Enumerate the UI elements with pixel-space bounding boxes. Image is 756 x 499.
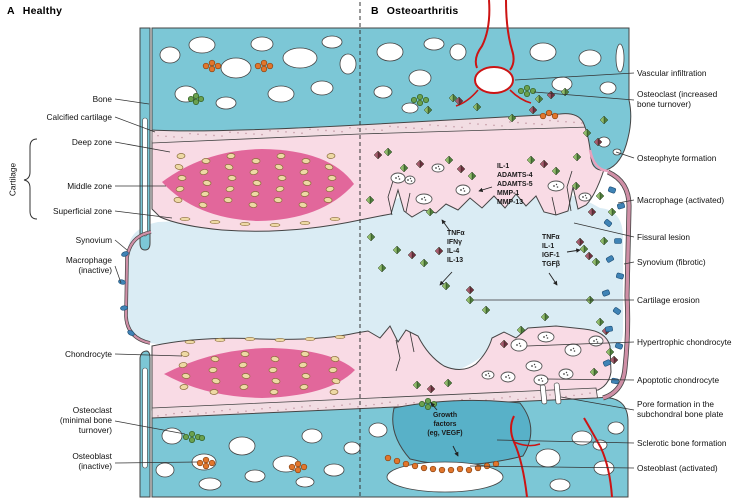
hypertrophic-chondrocyte-line (526, 341, 635, 347)
label-calcified-cartilage: Calcified cartilage (46, 112, 112, 122)
vascular-infiltration-line (514, 72, 635, 81)
osteophyte-rim (588, 149, 609, 173)
macrophages-inactive (118, 251, 135, 336)
chondrocyte-line (114, 353, 183, 357)
label-vascular-infiltration: Vascular infiltration (637, 68, 707, 78)
panel-a-title: A Healthy (7, 5, 62, 17)
annotation-degradative-enzymes: IL-1 ADAMTS-4 ADAMTS-5 MMP-1 MMP-13 (497, 163, 533, 206)
osteoclast-minimal-line (114, 420, 186, 435)
label-macrophage-inactive: Macrophage (inactive) (65, 255, 112, 276)
label-hypertrophic-chondrocyte: Hypertrophic chondrocyte (637, 337, 732, 347)
osteoblast-activated-line (469, 465, 635, 469)
label-chondrocyte: Chondrocyte (64, 349, 112, 359)
sclerotic-bone-region (392, 399, 532, 466)
macrophage-inactive-line (114, 265, 122, 284)
cartilage-bracket (23, 138, 38, 220)
label-osteoblast-inactive: Osteoblast (inactive) (72, 451, 112, 472)
panel-a-name: Healthy (22, 5, 63, 17)
label-synovium-fibrotic: Synovium (fibrotic) (637, 257, 706, 267)
panel-b-title: B Osteoarthritis (371, 5, 458, 17)
osteophyte-line (615, 151, 635, 159)
bone-line (114, 98, 150, 105)
bone-plate-pores (539, 382, 562, 405)
osteoblast-cells (196, 59, 559, 474)
label-synovium: Synovium (75, 235, 112, 245)
macrophages-activated (601, 186, 625, 385)
annotation-cytokines-right: TNFα IL-1 IGF-1 TGFβ (542, 234, 560, 268)
label-bone: Bone (92, 94, 112, 104)
panel-a-letter: A (7, 5, 15, 17)
synovium-fibrotic-line (623, 261, 635, 265)
deep-zone-line (114, 141, 171, 153)
superficial-zone-line (114, 210, 173, 219)
chondrocyte-cells (173, 153, 346, 395)
synovium-line (114, 239, 128, 251)
label-osteoclast-minimal: Osteoclast (minimal bone turnover) (59, 405, 112, 436)
annotation-cytokines-left: TNFα IFNγ IL-4 IL-13 (447, 230, 465, 264)
label-macrophage-activated: Macrophage (activated) (637, 195, 725, 205)
label-sclerotic-bone: Sclerotic bone formation (637, 438, 727, 448)
panel-b-letter: B (371, 5, 379, 17)
blood-vessels (455, 0, 613, 498)
osteoclast-increased-line (533, 91, 635, 101)
marrow-space (386, 461, 504, 493)
label-osteophyte-formation: Osteophyte formation (637, 153, 717, 163)
hypertrophic-apoptotic-chondrocytes (390, 163, 604, 386)
annotation-arrows (430, 186, 581, 457)
label-osteoblast-activated: Osteoblast (activated) (637, 463, 718, 473)
label-pointer-lines (23, 72, 635, 469)
pore-formation-line (560, 396, 635, 411)
fissure-cracks (387, 170, 573, 372)
annotation-growth-factors: Growth factors (eg, VEGF) (427, 412, 463, 437)
label-cartilage-bracket: Cartilage (7, 162, 18, 197)
fissural-lesion-line (573, 222, 635, 238)
macrophage-activated-line (617, 199, 635, 204)
label-deep-zone: Deep zone (71, 137, 112, 147)
osteoblast-inactive-line (114, 461, 198, 464)
calcified-cartilage-line (114, 116, 156, 133)
synovium-right-membrane-fibrotic (602, 169, 632, 401)
sclerotic-bone-line (496, 439, 635, 444)
cortex-marrow-channel-lower (142, 367, 148, 469)
label-cartilage-erosion: Cartilage erosion (637, 295, 700, 305)
label-apoptotic-chondrocyte: Apoptotic chondrocyte (637, 375, 720, 385)
trabecular-spaces-lower (155, 421, 625, 492)
panel-b-name: Osteoarthritis (386, 5, 459, 17)
apoptotic-chondrocyte-line (546, 378, 635, 381)
label-osteoclast-increased: Osteoclast (increased bone turnover) (637, 89, 718, 110)
label-superficial-zone: Superficial zone (52, 206, 112, 216)
cytokine-diamond-particles (365, 87, 619, 394)
label-middle-zone: Middle zone (67, 181, 112, 191)
label-fissural-lesion: Fissural lesion (637, 232, 691, 242)
synovium-left-membrane (124, 230, 152, 345)
label-pore-formation: Pore formation in the subchondral bone p… (637, 399, 724, 420)
cortex-marrow-channel (142, 117, 148, 237)
